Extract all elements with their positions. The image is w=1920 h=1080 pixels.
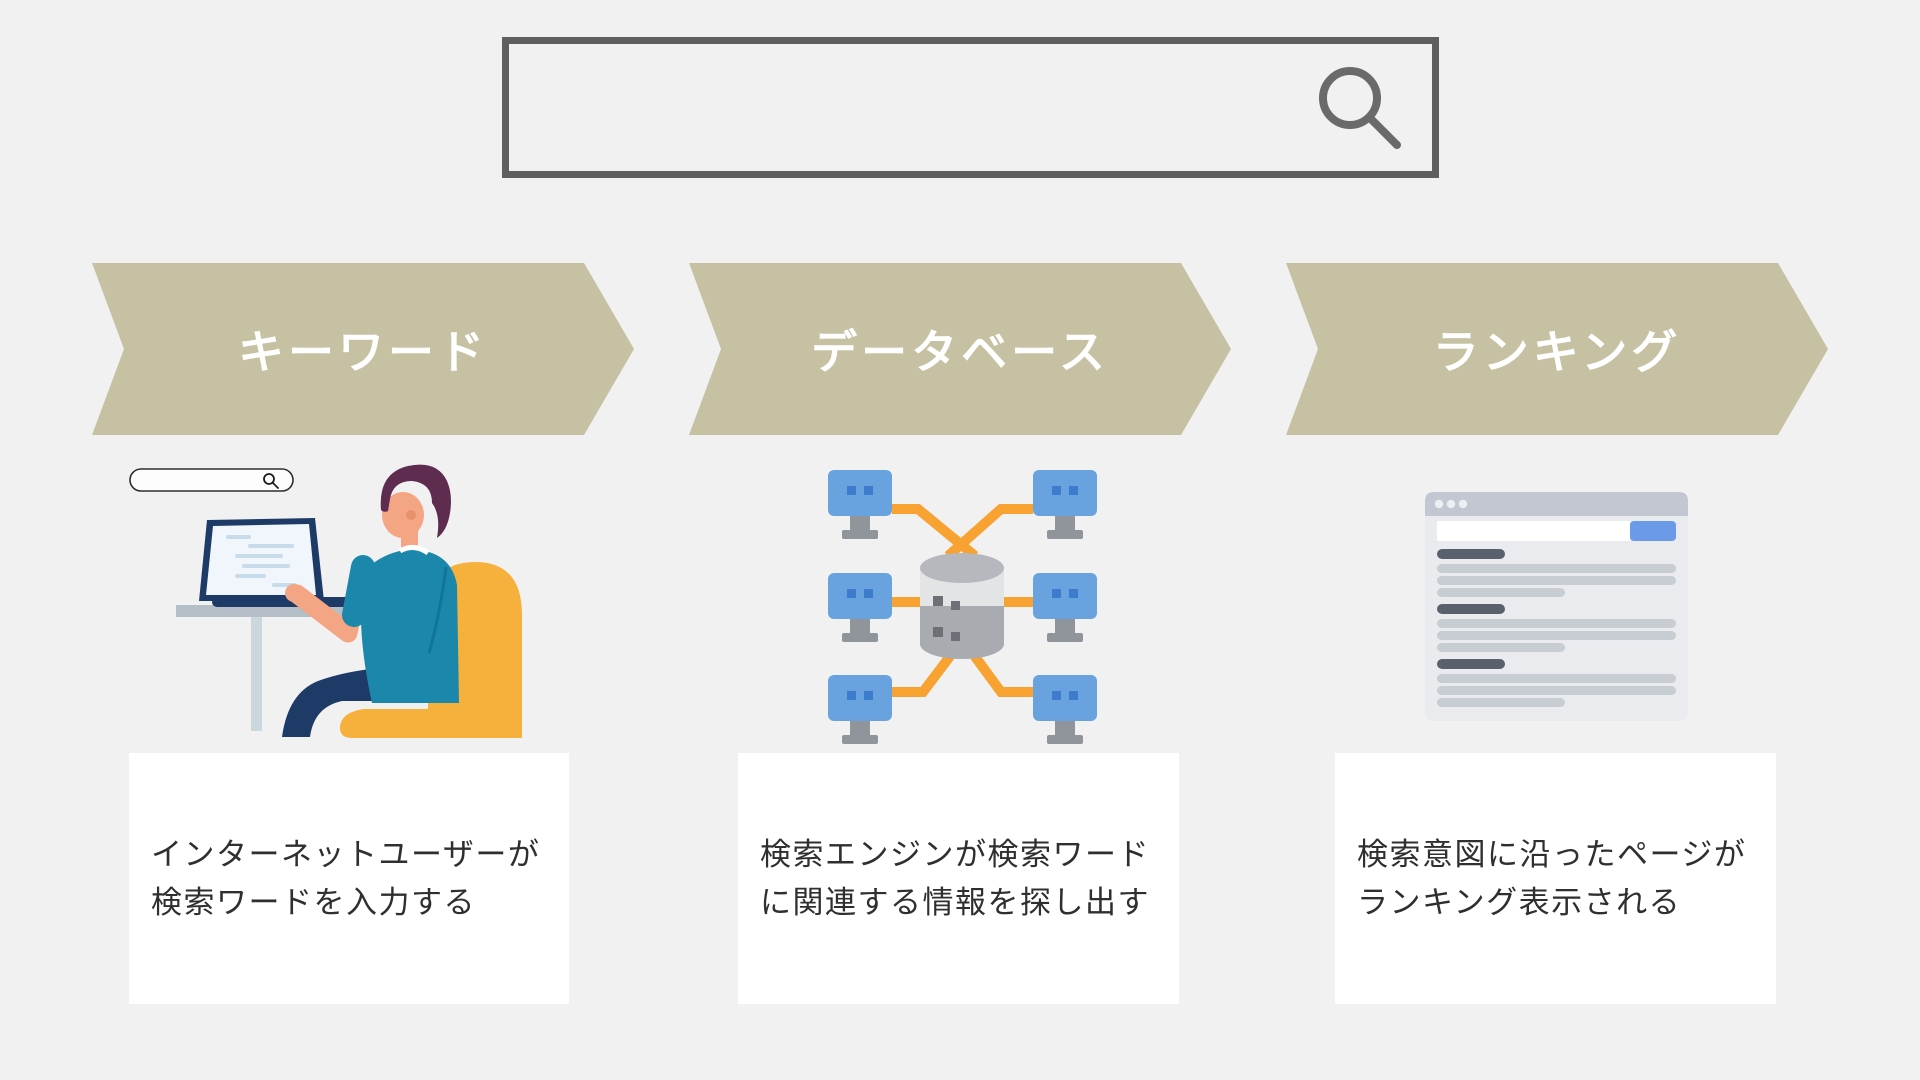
browser-window bbox=[1425, 492, 1688, 721]
monitor-icon bbox=[828, 470, 892, 539]
banner-database-label: データベース bbox=[811, 326, 1109, 378]
description-box-ranking: 検索意図に沿ったページが ランキング表示される bbox=[1335, 753, 1776, 1004]
search-bar[interactable] bbox=[502, 37, 1439, 178]
laptop bbox=[199, 518, 352, 607]
banner-ranking: ランキング bbox=[1286, 263, 1828, 435]
monitor-icon bbox=[828, 675, 892, 744]
result-search-field bbox=[1437, 521, 1630, 541]
description-box-database: 検索エンジンが検索ワード に関連する情報を探し出す bbox=[738, 753, 1179, 1004]
search-icon bbox=[1319, 66, 1401, 149]
search-results-illustration bbox=[1425, 492, 1688, 721]
monitor-icon bbox=[1033, 675, 1097, 744]
database-network-illustration bbox=[828, 470, 1097, 744]
description-keyword-line2: 検索ワードを入力する bbox=[151, 884, 476, 920]
mini-search-bar-icon bbox=[129, 468, 294, 492]
search-result-items bbox=[1437, 549, 1676, 707]
banner-database: データベース bbox=[689, 263, 1231, 435]
description-ranking-line2: ランキング表示される bbox=[1357, 884, 1682, 920]
database-cylinder-icon bbox=[920, 553, 1004, 659]
description-box-keyword: インターネットユーザーが 検索ワードを入力する bbox=[129, 753, 569, 1004]
network-connectors bbox=[892, 504, 1033, 697]
result-search-button bbox=[1630, 521, 1676, 541]
monitor-icon bbox=[1033, 573, 1097, 642]
banner-ranking-label: ランキング bbox=[1432, 326, 1682, 378]
browser-dots-icon bbox=[1434, 499, 1468, 509]
monitor-icon bbox=[1033, 470, 1097, 539]
banner-keyword-label: キーワード bbox=[238, 326, 488, 378]
description-database-line2: に関連する情報を探し出す bbox=[760, 884, 1150, 920]
description-database-line1: 検索エンジンが検索ワード bbox=[760, 836, 1150, 872]
person bbox=[282, 464, 459, 737]
monitor-icon bbox=[828, 573, 892, 642]
description-keyword-line1: インターネットユーザーが bbox=[151, 836, 541, 872]
person-searching-illustration bbox=[129, 464, 522, 738]
description-ranking-line1: 検索意図に沿ったページが bbox=[1357, 836, 1747, 872]
banner-keyword: キーワード bbox=[92, 263, 634, 435]
